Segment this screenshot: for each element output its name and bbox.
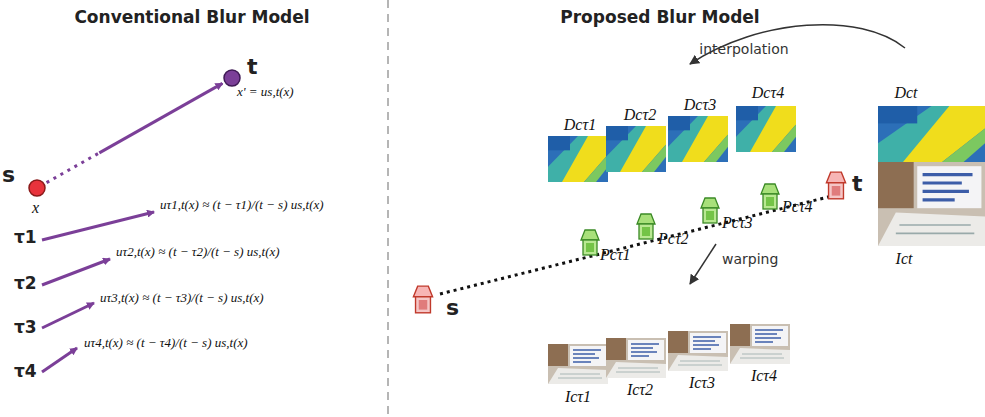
illustration-part xyxy=(826,172,845,199)
reference-image xyxy=(878,162,985,246)
illustration-part xyxy=(668,331,728,371)
illustration-part xyxy=(606,126,666,172)
illustration-part xyxy=(42,348,77,372)
depth-label: Dcτ3 xyxy=(684,96,716,114)
pose-label: Pcτ1 xyxy=(600,246,631,264)
pose-label: Pcτ4 xyxy=(782,198,813,216)
time-label: τ2 xyxy=(14,274,37,293)
illustration-part xyxy=(637,214,655,239)
illustration-part xyxy=(606,338,666,378)
time-label: τ1 xyxy=(14,228,37,247)
pose-label: Pcτ2 xyxy=(658,230,689,248)
time-label: τ3 xyxy=(14,318,37,337)
time-label: τ4 xyxy=(14,362,37,381)
flow-formula: uτ2,t(x) ≈ (t − τ2)/(t − s) us,t(x) xyxy=(116,245,280,259)
illustration-part xyxy=(581,230,599,255)
illustration-part xyxy=(761,184,779,209)
illustration-part xyxy=(701,198,719,223)
flow-formula: uτ3,t(x) ≈ (t − τ3)/(t − s) us,t(x) xyxy=(100,291,264,305)
cameras xyxy=(413,172,845,313)
camera-path xyxy=(440,196,832,294)
flow-formula: uτ4,t(x) ≈ (t − τ4)/(t − s) us,t(x) xyxy=(84,336,248,350)
illustration-part xyxy=(736,106,796,152)
illustration-part xyxy=(548,344,608,384)
camera-label: t xyxy=(852,172,863,196)
depth-label: Dcτ1 xyxy=(564,116,596,134)
camera-label: s xyxy=(446,296,459,320)
circle-shape xyxy=(28,179,46,197)
illustration-part xyxy=(413,286,432,313)
panel-divider xyxy=(387,0,389,417)
flow-formula: uτ1,t(x) ≈ (t − τ1)/(t − s) us,t(x) xyxy=(160,198,324,212)
illustration-part xyxy=(878,106,985,162)
connector xyxy=(99,83,222,152)
image-label: Icτ3 xyxy=(689,374,715,392)
illustration-part xyxy=(668,116,728,162)
warped-images xyxy=(548,324,790,384)
panel-title: Proposed Blur Model xyxy=(560,8,759,27)
depth-label: Dcτ2 xyxy=(624,106,656,124)
depth-label: Dcτ4 xyxy=(752,84,784,102)
illustration-part xyxy=(42,303,94,328)
point-label: t xyxy=(247,55,258,79)
image-label: Icτ1 xyxy=(565,388,591,406)
point-circle: tx' = us,t(x) xyxy=(223,69,241,87)
connector xyxy=(47,153,100,183)
warping-arrow xyxy=(690,244,716,284)
point-label: x xyxy=(32,199,39,217)
circle-fill xyxy=(29,180,45,196)
interpolation-arrow xyxy=(690,25,905,64)
point-formula: x' = us,t(x) xyxy=(237,85,294,99)
point-label: s xyxy=(2,163,15,187)
pose-label: Pcτ3 xyxy=(722,214,753,232)
image-label: Icτ4 xyxy=(751,367,777,385)
point-circle: sx xyxy=(28,179,46,197)
illustration-part xyxy=(42,212,154,240)
circle-fill xyxy=(224,70,240,86)
process-label: interpolation xyxy=(699,42,788,57)
panel-title: Conventional Blur Model xyxy=(74,8,309,27)
illustration-part xyxy=(548,136,608,182)
image-label: Ict xyxy=(896,250,913,268)
depth-label: Dct xyxy=(894,84,917,102)
process-label: warping xyxy=(722,252,778,267)
illustration-part xyxy=(42,259,110,285)
illustration-part xyxy=(730,324,790,364)
image-label: Icτ2 xyxy=(627,381,653,399)
